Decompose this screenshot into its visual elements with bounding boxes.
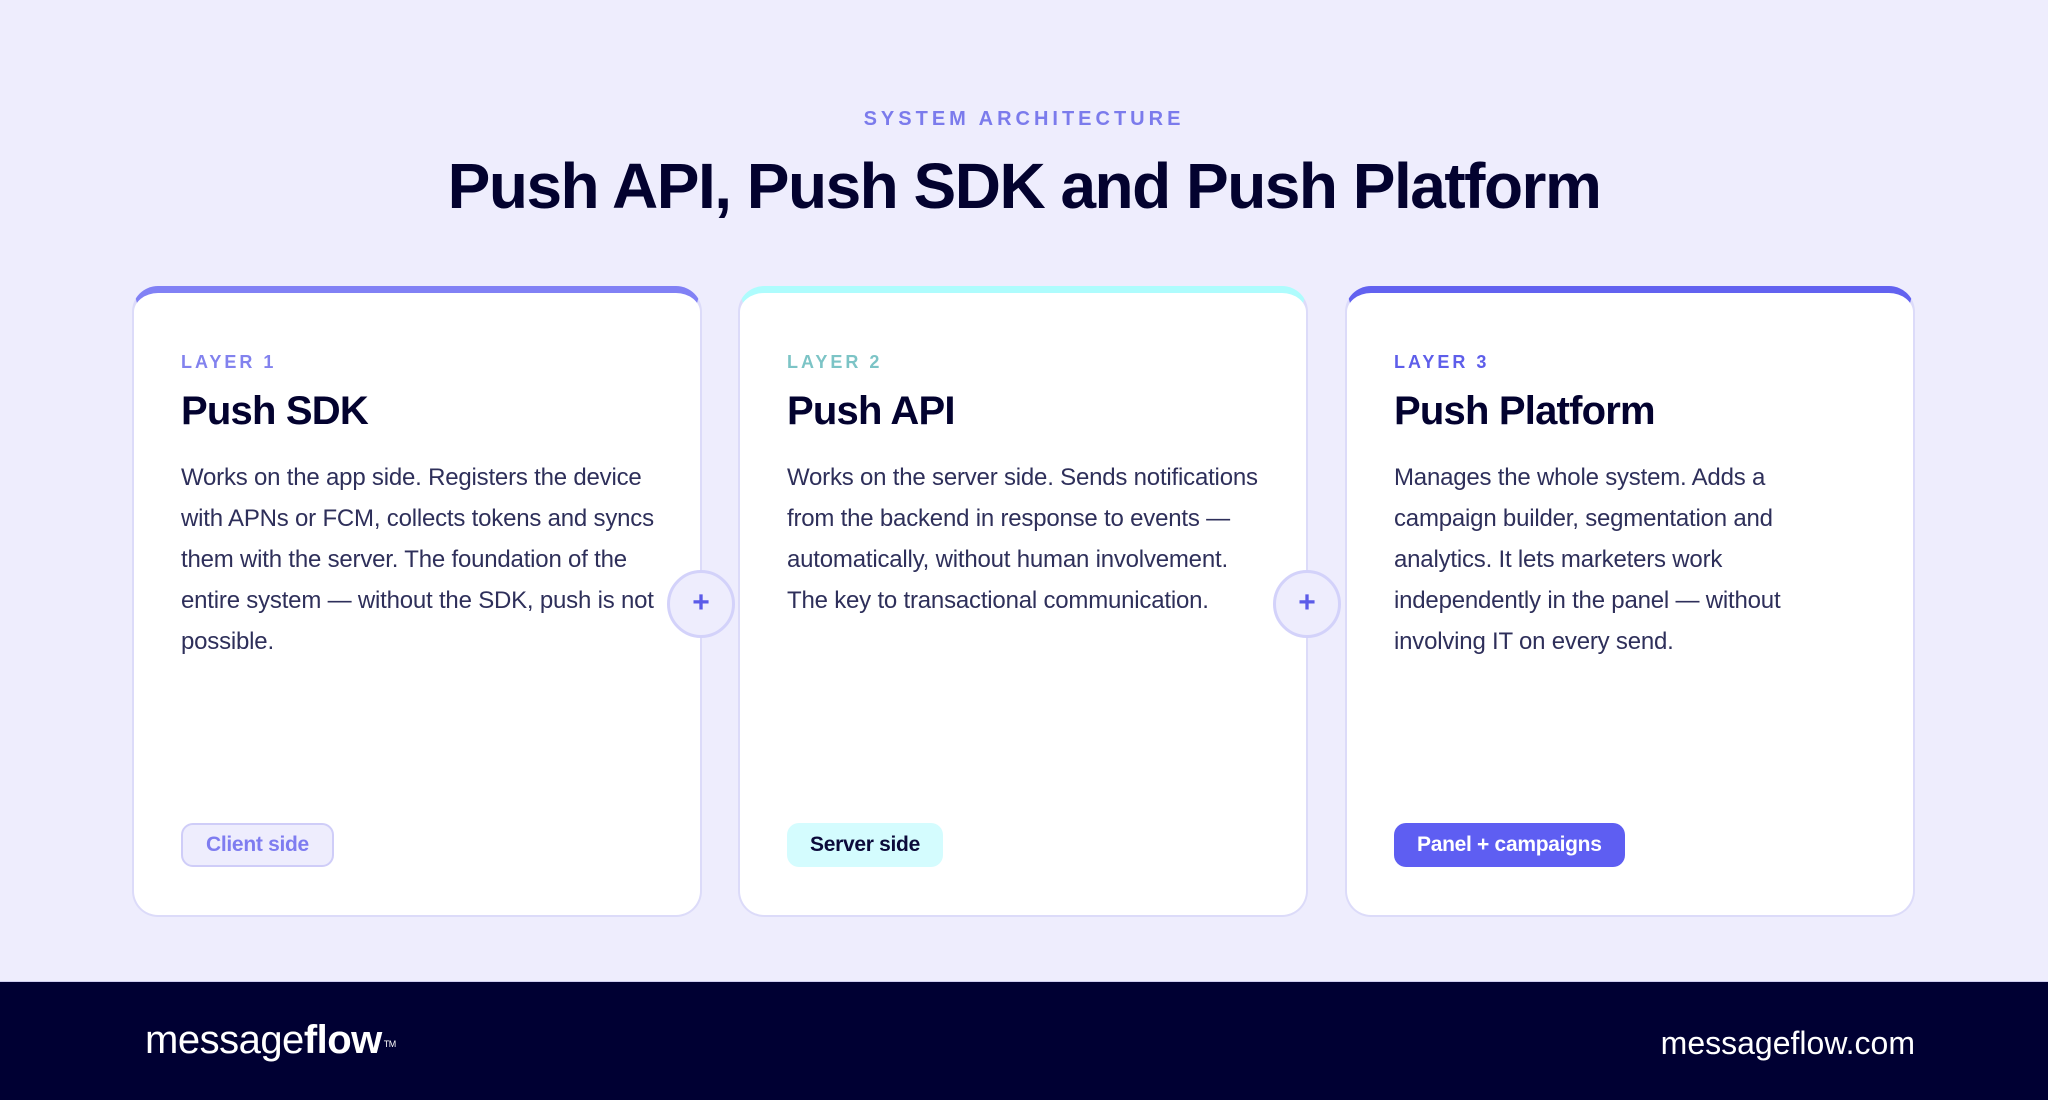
panel-campaigns-badge: Panel + campaigns (1394, 823, 1625, 867)
card-push-api: LAYER 2 Push API Works on the server sid… (738, 286, 1308, 917)
layer-label: LAYER 3 (1394, 352, 1490, 372)
server-side-badge: Server side (787, 823, 943, 867)
trademark-mark: TM (383, 1039, 397, 1049)
card-description: Works on the app side. Registers the dev… (181, 464, 654, 655)
connector-plus-1: + (667, 570, 735, 638)
layer-label: LAYER 2 (787, 352, 883, 372)
card-description: Works on the server side. Sends notifica… (787, 464, 1258, 614)
card-title: Push API (787, 389, 956, 433)
layer-label: LAYER 1 (181, 352, 277, 372)
card-title: Push Platform (1394, 389, 1656, 433)
card-push-sdk: LAYER 1 Push SDK Works on the app side. … (132, 286, 702, 917)
plus-icon: + (692, 585, 710, 619)
page-title: Push API, Push SDK and Push Platform (447, 150, 1602, 222)
logo-wordmark-bold: flow (303, 1018, 382, 1062)
section-eyebrow: SYSTEM ARCHITECTURE (863, 108, 1185, 130)
plus-icon: + (1298, 585, 1316, 619)
card-title: Push SDK (181, 389, 369, 433)
logo-wordmark-light: message (145, 1018, 304, 1062)
website-link[interactable]: messageflow.com (1660, 1025, 1915, 1061)
connector-plus-2: + (1273, 570, 1341, 638)
card-push-platform: LAYER 3 Push Platform Manages the whole … (1345, 286, 1915, 917)
client-side-badge: Client side (181, 823, 334, 867)
card-description: Manages the whole system. Adds a campaig… (1394, 464, 1781, 655)
